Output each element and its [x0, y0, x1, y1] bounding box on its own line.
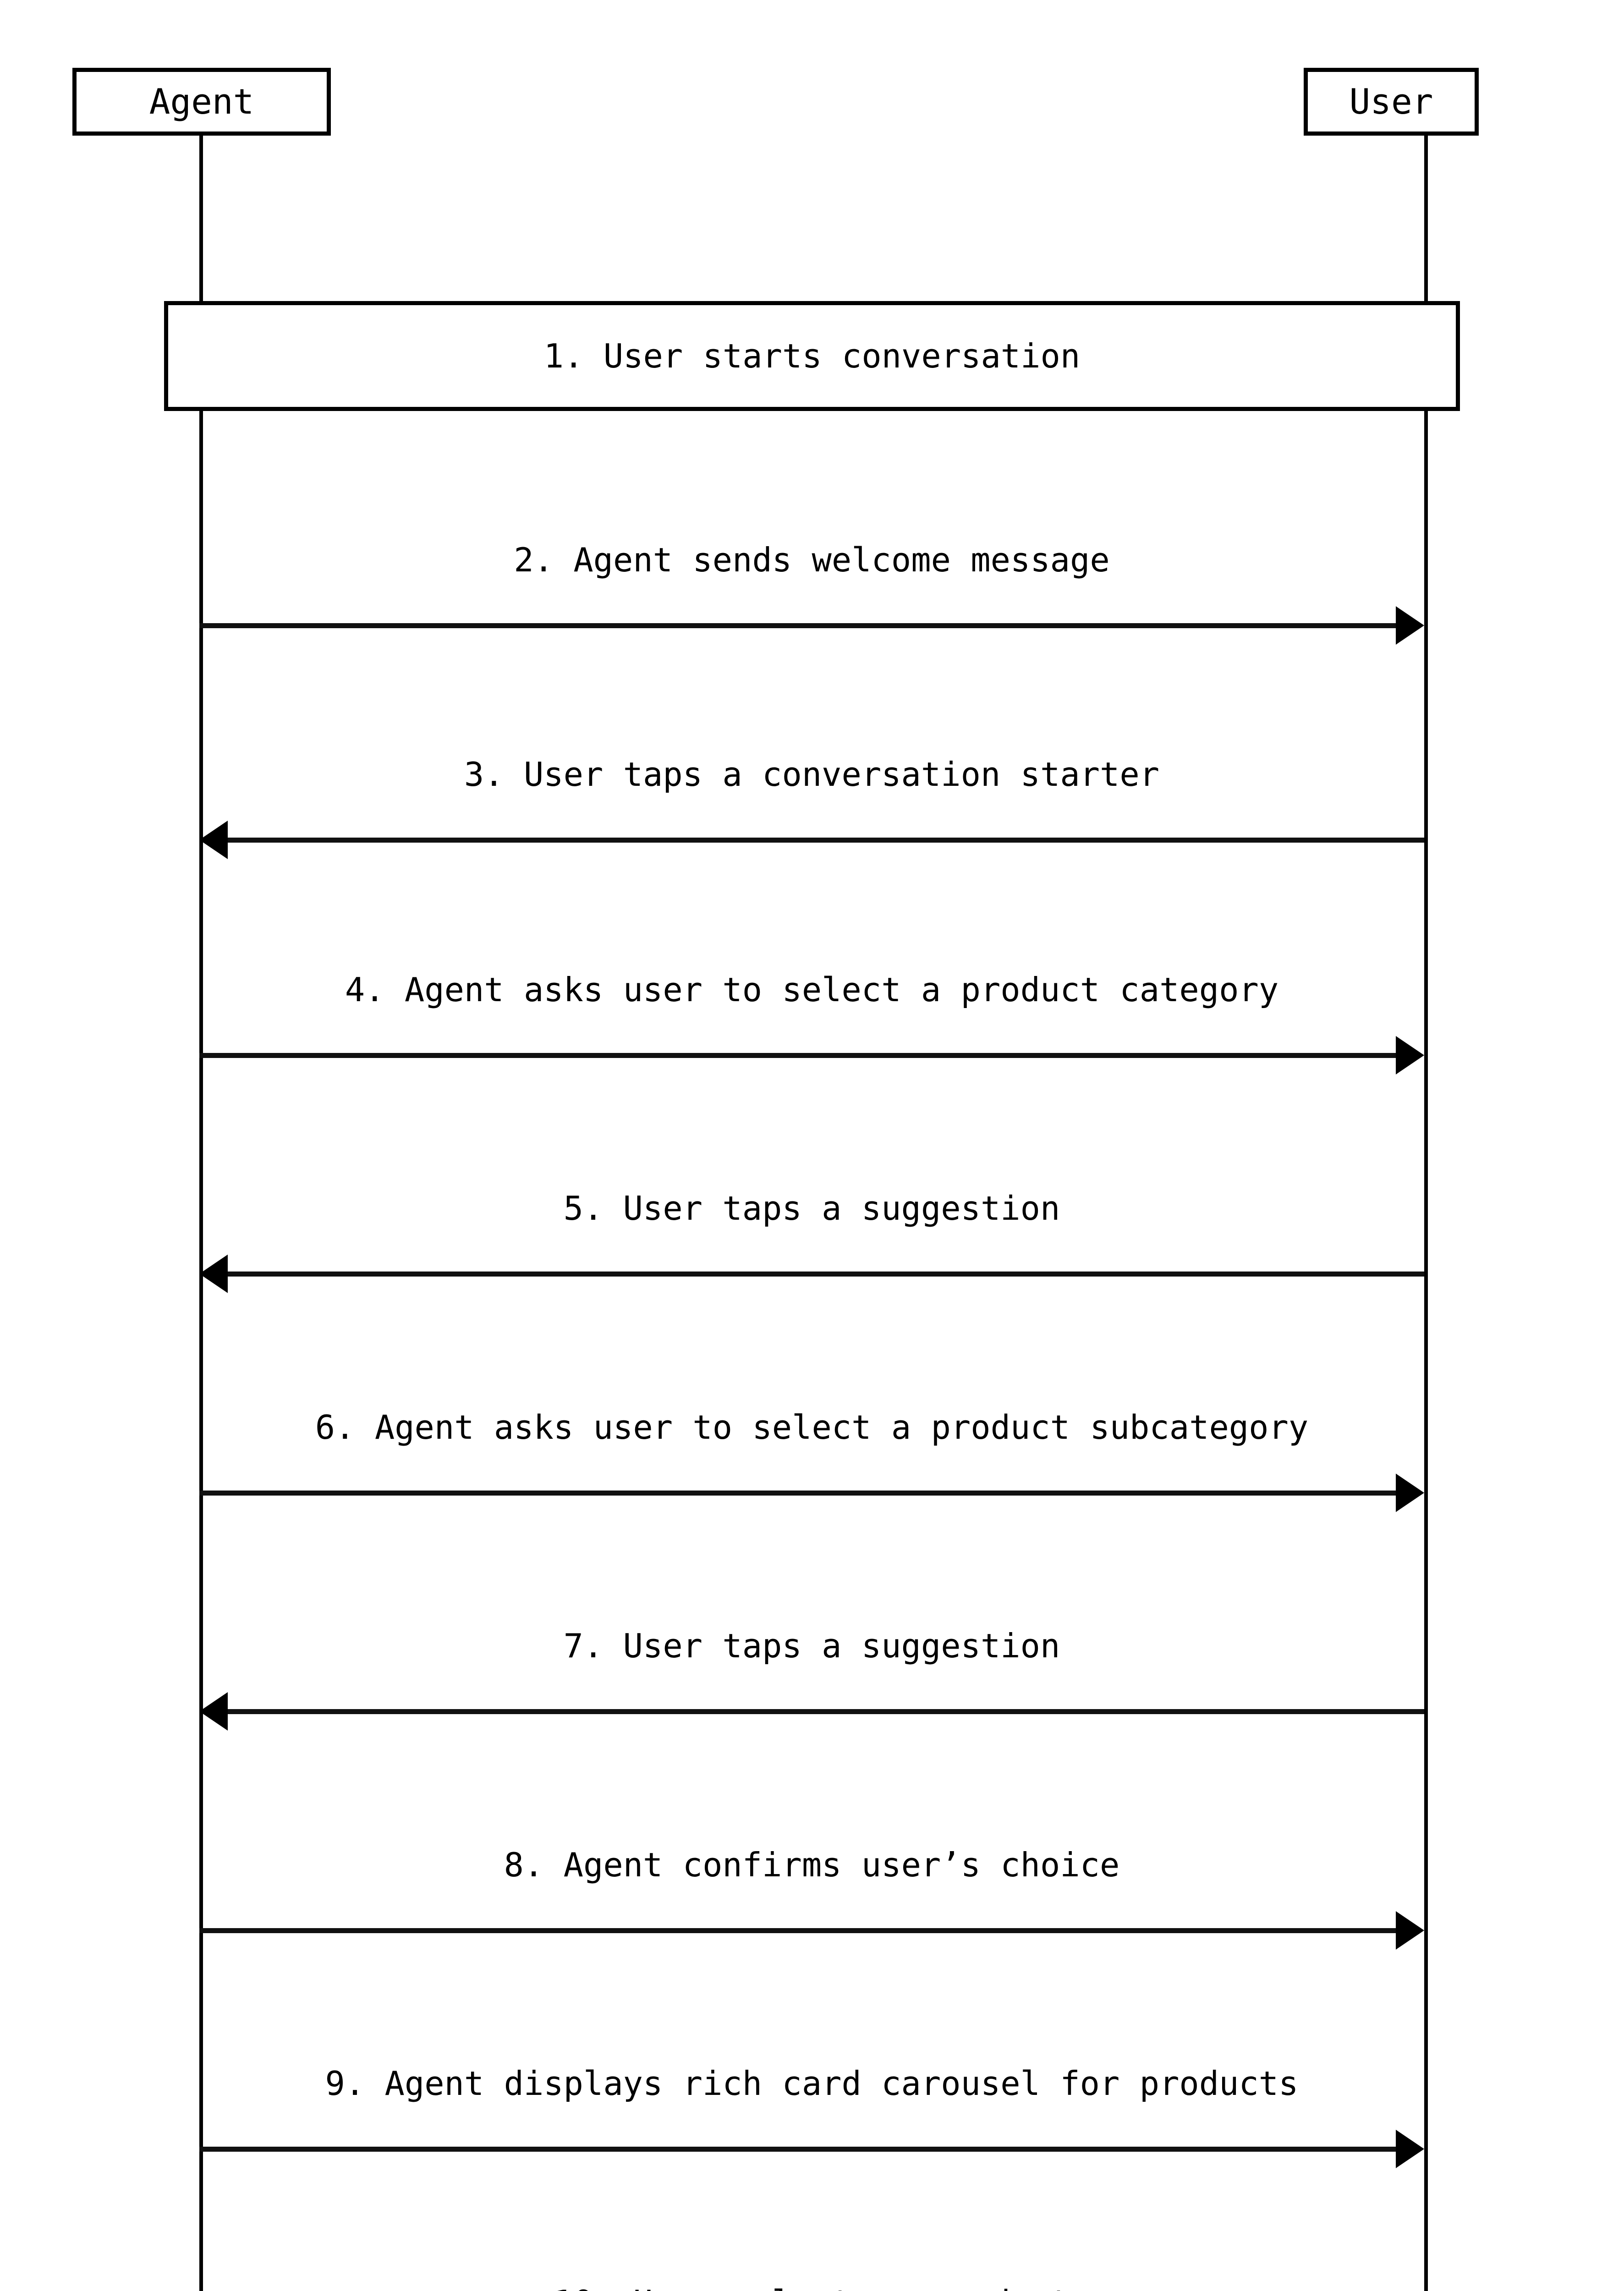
- message-step-9[interactable]: 9. Agent displays rich card carousel for…: [199, 2064, 1424, 2168]
- message-step-2[interactable]: 2. Agent sends welcome message: [199, 541, 1424, 645]
- message-step-4-line: [199, 1053, 1396, 1058]
- arrowhead-left-icon: [199, 821, 228, 859]
- message-step-5-label: 5. User taps a suggestion: [563, 1189, 1060, 1228]
- message-step-6[interactable]: 6. Agent asks user to select a product s…: [199, 1408, 1424, 1512]
- actor-header-user-label: User: [1349, 81, 1433, 122]
- actor-header-agent[interactable]: Agent: [72, 68, 331, 136]
- note-step-1[interactable]: 1. User starts conversation: [164, 301, 1460, 411]
- message-step-8-label: 8. Agent confirms user’s choice: [504, 1846, 1120, 1884]
- actor-header-user[interactable]: User: [1304, 68, 1479, 136]
- message-step-2-line: [199, 623, 1396, 628]
- message-step-3-label: 3. User taps a conversation starter: [464, 755, 1160, 794]
- message-step-7[interactable]: 7. User taps a suggestion: [199, 1627, 1424, 1731]
- message-step-8-line: [199, 1928, 1396, 1933]
- message-step-7-label: 7. User taps a suggestion: [563, 1627, 1060, 1665]
- message-step-6-label: 6. Agent asks user to select a product s…: [315, 1408, 1309, 1447]
- lifeline-user: [1424, 136, 1428, 2291]
- message-step-10-label: 10. User selects a product: [199, 2283, 1424, 2291]
- arrowhead-right-icon: [1396, 606, 1424, 645]
- arrowhead-left-icon: [199, 1255, 228, 1293]
- actor-header-agent-label: Agent: [149, 81, 254, 122]
- message-step-3-line: [228, 838, 1424, 843]
- message-step-9-label: 9. Agent displays rich card carousel for…: [325, 2064, 1299, 2103]
- lifeline-agent: [199, 136, 203, 2291]
- message-step-5[interactable]: 5. User taps a suggestion: [199, 1189, 1424, 1293]
- arrowhead-right-icon: [1396, 2130, 1424, 2168]
- arrowhead-left-icon: [199, 1692, 228, 1731]
- note-step-1-label: 1. User starts conversation: [543, 336, 1081, 375]
- arrowhead-right-icon: [1396, 1911, 1424, 1950]
- message-step-4-label: 4. Agent asks user to select a product c…: [345, 970, 1279, 1009]
- arrowhead-right-icon: [1396, 1474, 1424, 1512]
- message-step-6-line: [199, 1491, 1396, 1496]
- arrowhead-right-icon: [1396, 1036, 1424, 1074]
- message-step-5-line: [228, 1272, 1424, 1277]
- message-step-3[interactable]: 3. User taps a conversation starter: [199, 755, 1424, 859]
- message-step-2-label: 2. Agent sends welcome message: [514, 541, 1110, 579]
- message-step-7-line: [228, 1709, 1424, 1714]
- message-step-8[interactable]: 8. Agent confirms user’s choice: [199, 1846, 1424, 1950]
- message-step-10[interactable]: 10. User selects a product: [199, 2283, 1424, 2291]
- message-step-9-line: [199, 2147, 1396, 2152]
- message-step-4[interactable]: 4. Agent asks user to select a product c…: [199, 970, 1424, 1074]
